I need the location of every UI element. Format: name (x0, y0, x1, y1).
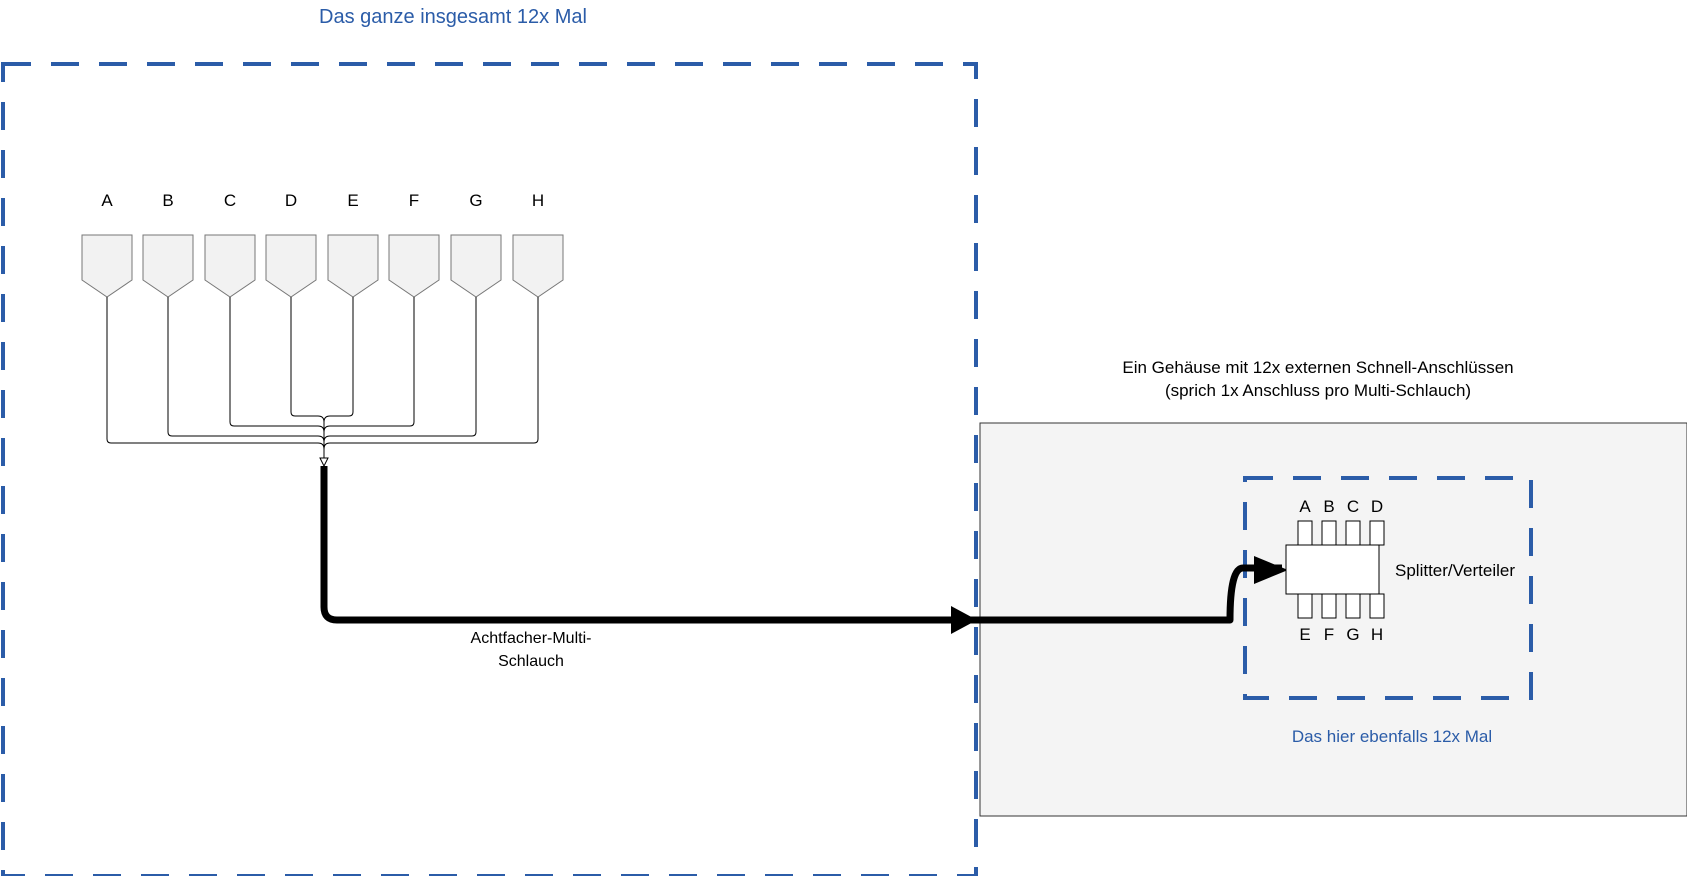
collector-arrow (319, 457, 329, 468)
hopper-label-d: D (285, 191, 297, 210)
hopper-label-c: C (224, 191, 236, 210)
splitter-port-label-f: F (1324, 625, 1334, 644)
splitter-port-label-a: A (1299, 497, 1311, 516)
splitter-port-c[interactable] (1345, 520, 1361, 546)
splitter-port-e[interactable] (1297, 593, 1313, 619)
splitter-port-label-e: E (1299, 625, 1310, 644)
hopper-group: A B C D E F G H (81, 191, 564, 298)
splitter-label: Splitter/Verteiler (1395, 561, 1515, 580)
multi-hose-line[interactable] (320, 466, 1282, 624)
hopper-tube-h (323, 297, 539, 458)
collector-wiring (106, 297, 539, 468)
hopper-label-h: H (532, 191, 544, 210)
outer-dashed-group[interactable] (1, 62, 978, 876)
hopper-tube-f (323, 297, 415, 458)
splitter-port-label-g: G (1346, 625, 1359, 644)
housing-caption-line1: Ein Gehäuse mit 12x externen Schnell-Ans… (1122, 358, 1513, 377)
splitter-port-label-c: C (1347, 497, 1359, 516)
splitter-body[interactable] (1285, 544, 1380, 595)
housing-caption-line2: (sprich 1x Anschluss pro Multi-Schlauch) (1165, 381, 1471, 400)
splitter-port-label-h: H (1371, 625, 1383, 644)
hopper-tube-g (323, 297, 477, 458)
hopper-tube-d (290, 297, 325, 458)
hopper-label-e: E (347, 191, 358, 210)
hopper-label-b: B (162, 191, 173, 210)
splitter-port-b[interactable] (1321, 520, 1337, 546)
hopper-label-a: A (101, 191, 113, 210)
splitter-port-label-d: D (1371, 497, 1383, 516)
hopper-tube-b (167, 297, 325, 458)
hopper-a[interactable] (81, 234, 133, 298)
hopper-label-g: G (469, 191, 482, 210)
splitter-port-d[interactable] (1369, 520, 1385, 546)
hopper-label-f: F (409, 191, 419, 210)
hopper-e[interactable] (327, 234, 379, 298)
hopper-f[interactable] (388, 234, 440, 298)
splitter-port-g[interactable] (1345, 593, 1361, 619)
splitter-port-h[interactable] (1369, 593, 1385, 619)
hopper-tube-e (323, 297, 354, 458)
outer-group-caption: Das ganze insgesamt 12x Mal (319, 6, 587, 28)
hopper-g[interactable] (450, 234, 502, 298)
hose-label-line1: Achtfacher-Multi- (471, 630, 592, 647)
hopper-tube-c (229, 297, 325, 458)
hose-arrow-head (951, 606, 977, 634)
splitter-port-label-b: B (1323, 497, 1334, 516)
hopper-b[interactable] (142, 234, 194, 298)
splitter-dashed-group[interactable] (1243, 476, 1533, 700)
splitter-group-caption: Das hier ebenfalls 12x Mal (1292, 727, 1492, 746)
splitter-arrow-head (1254, 556, 1288, 584)
hose-label-line2: Schlauch (498, 653, 564, 670)
splitter-port-f[interactable] (1321, 593, 1337, 619)
hopper-c[interactable] (204, 234, 256, 298)
splitter-port-a[interactable] (1297, 520, 1313, 546)
hopper-h[interactable] (512, 234, 564, 298)
hopper-d[interactable] (265, 234, 317, 298)
